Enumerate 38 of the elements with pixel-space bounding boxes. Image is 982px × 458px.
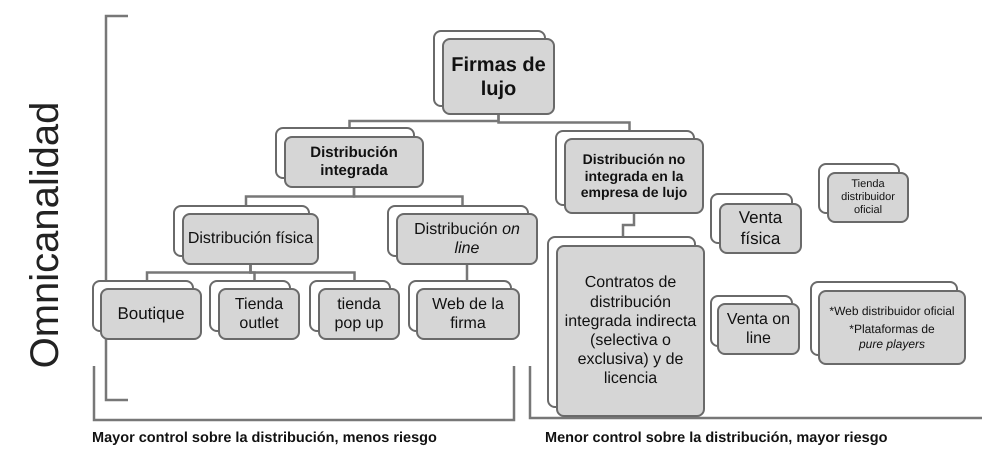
stacked-box [547, 236, 705, 417]
box-text: Distribución integrada [309, 144, 399, 180]
connector-line [466, 265, 468, 280]
box-text: Firmas de lujo [450, 52, 547, 100]
connector-line [622, 214, 636, 236]
bracket-caption: Menor control sobre la distribución, mayor riesgo [545, 430, 888, 446]
side-label: Omnicanalidad [23, 100, 67, 370]
stacked-box [173, 205, 319, 265]
stacked-box [387, 205, 538, 265]
box-text: Contratos de distribución integrada indirecta (selectiva o exclusiva) y de licencia [564, 273, 698, 389]
box-text: *Web distribuidor oficial [829, 304, 955, 318]
connector-line [352, 188, 464, 205]
box-text: Distribución física [188, 229, 314, 249]
box-text: Tienda outlet [234, 294, 284, 334]
bracket-caption: Mayor control sobre la distribución, menos riesgo [92, 430, 437, 446]
stacked-box [810, 281, 966, 365]
stacked-box [710, 193, 802, 254]
box-text: pure players [858, 336, 926, 352]
connector-line [497, 115, 631, 130]
stacked-box [309, 280, 400, 340]
box-text: Distribución on line [413, 220, 521, 258]
box-text: Venta on line [726, 310, 792, 348]
stacked-box [209, 280, 300, 340]
box-text: Venta física [738, 208, 784, 249]
box-text: Boutique [117, 304, 185, 324]
connector-line [249, 265, 356, 280]
stacked-box [92, 280, 202, 340]
box-text: Tienda distribuidor oficial [840, 178, 896, 218]
stacked-box [408, 280, 520, 340]
box-text: *Plataformas de [849, 322, 935, 337]
box-text: Distribución no integrada en la empresa de lujo [580, 150, 688, 202]
stacked-box [275, 127, 424, 188]
stacked-box [818, 163, 909, 223]
box-text: Web de la firma [431, 294, 505, 334]
stacked-box [710, 295, 800, 355]
box-text: tienda pop up [334, 294, 384, 334]
stacked-box [433, 30, 555, 115]
stacked-box [555, 130, 704, 214]
